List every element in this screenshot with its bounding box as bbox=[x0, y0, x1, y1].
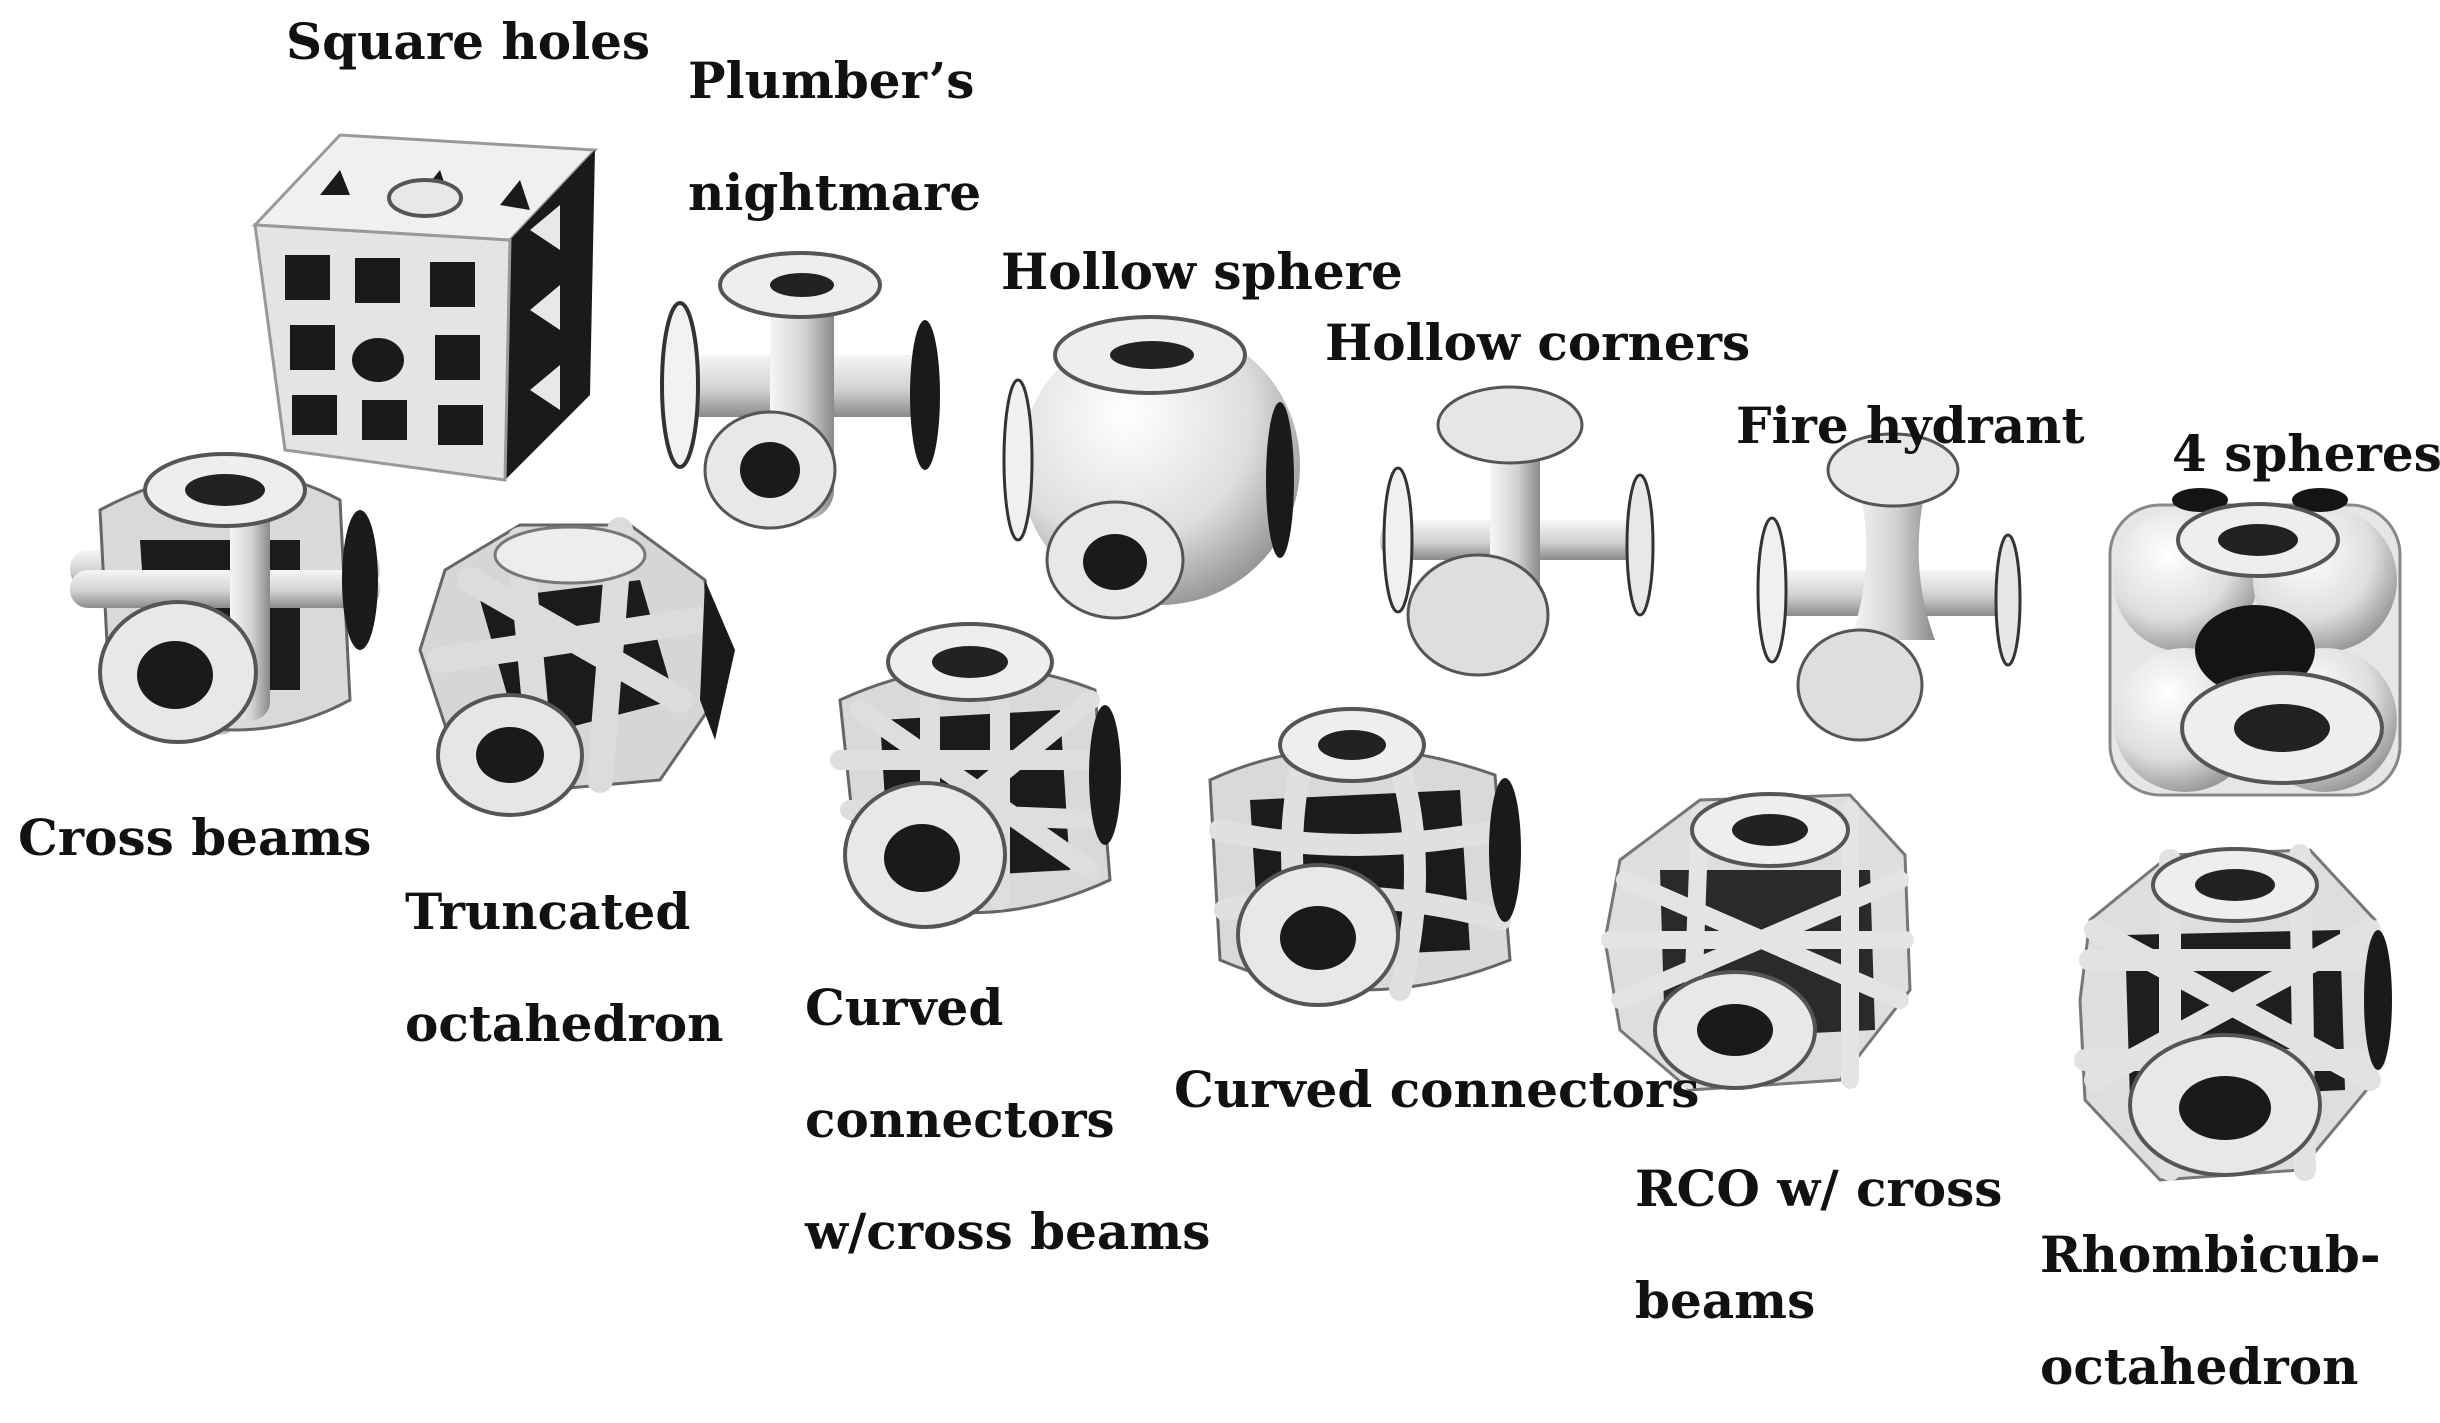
label-plumbers-nightmare-line2: nightmare bbox=[688, 163, 982, 222]
label-hollow-sphere-text: Hollow sphere bbox=[1001, 242, 1403, 301]
label-plumbers-nightmare: Plumber’s nightmare bbox=[688, 25, 981, 249]
label-fire-hydrant-text: Fire hydrant bbox=[1736, 396, 2085, 455]
hollow-corners-shape bbox=[1380, 385, 1655, 677]
square-holes-shape bbox=[251, 133, 599, 482]
label-curved-connectors-cross-beams: Curved connectors w/cross beams bbox=[805, 952, 1210, 1288]
label-truncated-octahedron-line1: Truncated bbox=[405, 882, 691, 941]
plumbers-nightmare-shape bbox=[660, 251, 940, 530]
label-curved-connectors-cross-line2: connectors bbox=[805, 1090, 1115, 1149]
label-plumbers-nightmare-line1: Plumber’s bbox=[688, 51, 975, 110]
label-truncated-octahedron: Truncated octahedron bbox=[405, 856, 723, 1080]
label-four-spheres-text: 4 spheres bbox=[2172, 424, 2440, 483]
label-four-spheres: 4 spheres bbox=[2172, 398, 2440, 510]
label-curved-connectors: Curved connectors bbox=[1174, 1034, 1699, 1146]
hollow-sphere-shape bbox=[1002, 315, 1300, 620]
curved-connectors-cross-beams-shape bbox=[830, 622, 1121, 929]
label-rco-cross-line1: RCO w/ cross bbox=[1635, 1159, 2003, 1218]
label-square-holes-text: Square holes bbox=[286, 12, 651, 71]
label-fire-hydrant: Fire hydrant bbox=[1736, 370, 2085, 482]
label-curved-connectors-cross-line3: w/cross beams bbox=[805, 1202, 1211, 1261]
truncated-octahedron-shape bbox=[418, 517, 735, 817]
cross-beams-shape bbox=[70, 452, 380, 744]
label-curved-connectors-cross-line1: Curved bbox=[805, 978, 1004, 1037]
label-hollow-corners-text: Hollow corners bbox=[1325, 313, 1751, 372]
four-spheres-shape bbox=[2108, 488, 2402, 797]
label-rhombicub-line1: Rhombicub- bbox=[2040, 1225, 2381, 1284]
label-rco-cross-line2: beams bbox=[1635, 1271, 1816, 1330]
label-rhombicuboctahedron: Rhombicub- octahedron bbox=[2040, 1199, 2381, 1423]
rco-cross-beams-shape bbox=[1601, 792, 1914, 1092]
label-rco-cross-beams: RCO w/ cross beams bbox=[1635, 1133, 2002, 1357]
label-hollow-corners: Hollow corners bbox=[1325, 287, 1750, 399]
fire-hydrant-shape bbox=[1756, 432, 2022, 742]
label-cross-beams-text: Cross beams bbox=[18, 808, 372, 867]
label-cross-beams: Cross beams bbox=[18, 782, 371, 894]
curved-connectors-shape bbox=[1208, 707, 1521, 1007]
label-curved-connectors-text: Curved connectors bbox=[1174, 1060, 1700, 1119]
label-truncated-octahedron-line2: octahedron bbox=[405, 994, 724, 1053]
label-square-holes: Square holes bbox=[286, 0, 650, 98]
label-rhombicub-line2: octahedron bbox=[2040, 1337, 2359, 1396]
rhombicuboctahedron-shape bbox=[2074, 844, 2392, 1182]
label-hollow-sphere: Hollow sphere bbox=[1001, 216, 1403, 328]
